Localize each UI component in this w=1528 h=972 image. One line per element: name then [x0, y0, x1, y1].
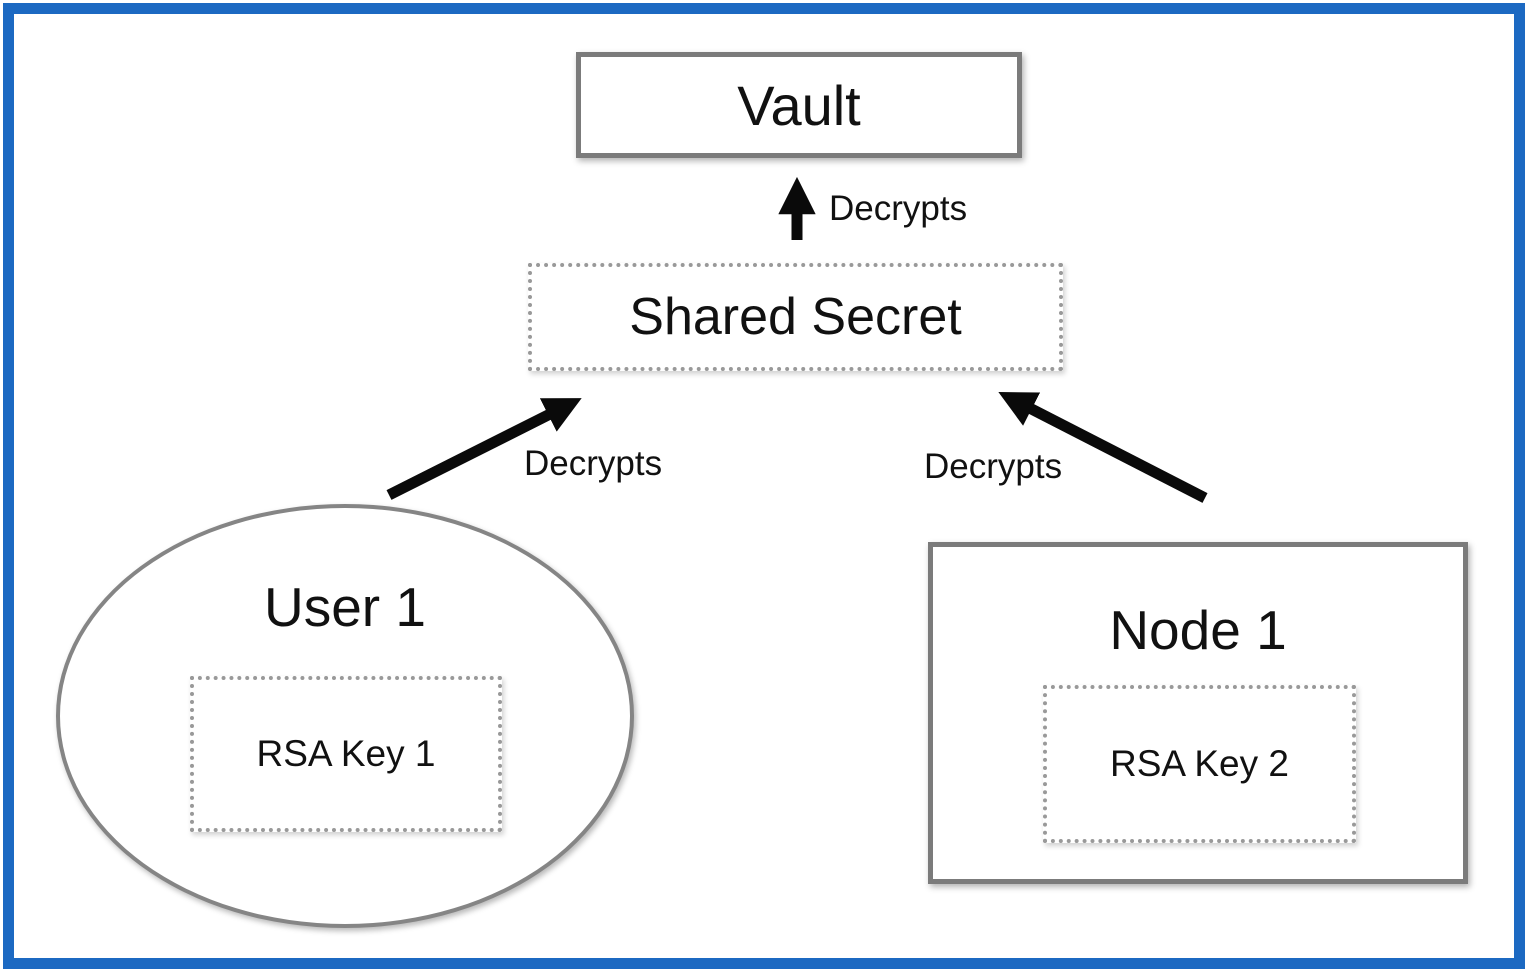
node1-label: Node 1: [1109, 599, 1287, 661]
rsa-key-1-box: RSA Key 1: [190, 676, 502, 832]
decrypts-label-shared-to-vault: Decrypts: [829, 189, 968, 228]
vault-box: Vault: [576, 52, 1022, 158]
rsa-key-2-box: RSA Key 2: [1043, 685, 1356, 843]
shared-secret-label: Shared Secret: [629, 288, 962, 346]
rsa-key-1-label: RSA Key 1: [256, 733, 436, 774]
arrow-user1-to-shared-secret: [386, 398, 582, 500]
shared-secret-box: Shared Secret: [528, 263, 1063, 371]
decrypts-label-user1-to-shared: Decrypts: [524, 444, 663, 483]
decrypts-label-node1-to-shared: Decrypts: [924, 447, 1063, 486]
vault-label: Vault: [737, 73, 861, 137]
user1-label: User 1: [264, 576, 426, 638]
arrow-node1-to-shared-secret: [998, 392, 1208, 503]
rsa-key-2-label: RSA Key 2: [1110, 743, 1289, 784]
